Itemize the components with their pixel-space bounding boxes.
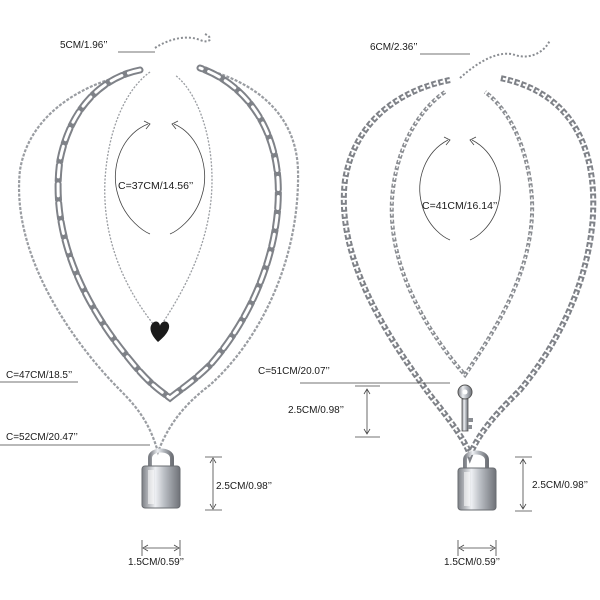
right-circumference-arrow-left [419, 139, 451, 241]
right-outer-circumference-label: C=51CM/20.07’’ [258, 366, 330, 377]
left-circumference-arrow-left [114, 123, 151, 235]
left-padlock-pendant [141, 448, 181, 509]
key-pendant [457, 384, 473, 432]
left-outer-chain [17, 66, 300, 456]
left-necklace-set [0, 33, 300, 556]
right-lock-height-label: 2.5CM/0.98’’ [532, 480, 588, 491]
left-inner-circumference-label: C=37CM/14.56’’ [118, 180, 194, 192]
right-key-height-label: 2.5CM/0.98’’ [288, 405, 344, 416]
left-circumference-arrow-right [169, 123, 206, 235]
right-circumference-arrow-right [469, 139, 501, 241]
left-heart-chain [104, 71, 213, 332]
left-outer-circumference-label: C=52CM/20.47’’ [6, 432, 78, 443]
right-key-height-dimension [355, 385, 380, 438]
left-lock-height-dimension [205, 456, 222, 511]
left-paperclip-chain [54, 64, 282, 403]
right-necklace-set [300, 39, 597, 556]
right-padlock-pendant [457, 450, 497, 511]
right-extender-chain [459, 39, 551, 79]
left-lock-height-label: 2.5CM/0.98’’ [216, 481, 272, 492]
right-lock-width-dimension [457, 540, 497, 556]
left-middle-circumference-label: C=47CM/18.5’’ [6, 370, 73, 381]
heart-pendant [150, 321, 170, 342]
left-lock-width-dimension [141, 540, 181, 556]
right-lock-width-label: 1.5CM/0.59’’ [444, 557, 500, 568]
right-extender-label: 6CM/2.36’’ [370, 42, 418, 53]
left-extender-label: 5CM/1.96’’ [60, 40, 108, 51]
right-inner-curb-chain [389, 90, 535, 379]
right-lock-height-dimension [515, 456, 532, 512]
left-extender-chain [154, 33, 212, 49]
left-lock-width-label: 1.5CM/0.59’’ [128, 557, 184, 568]
right-inner-circumference-label: C=41CM/16.14’’ [422, 200, 498, 212]
